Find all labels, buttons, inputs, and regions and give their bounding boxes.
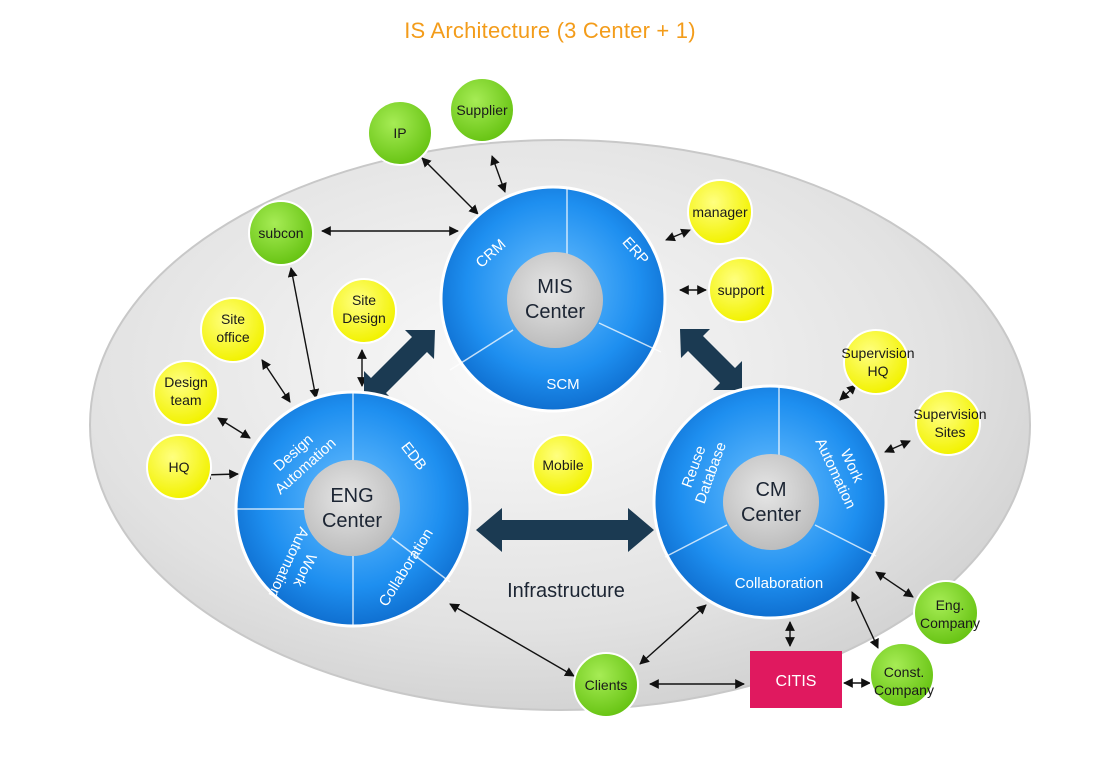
node-supervision-hq: Supervision HQ xyxy=(841,329,915,395)
svg-text:Site: Site xyxy=(352,292,376,308)
svg-text:Clients: Clients xyxy=(585,677,628,693)
arrow-eng-cm xyxy=(476,508,654,552)
node-support: support xyxy=(708,257,774,323)
svg-text:Eng.: Eng. xyxy=(936,597,965,613)
node-site-office: Site office xyxy=(200,297,266,363)
node-eng-company: Eng. Company xyxy=(913,580,980,646)
connector-lines xyxy=(201,155,914,689)
svg-text:Supervision: Supervision xyxy=(841,345,914,361)
svg-text:Company: Company xyxy=(874,682,934,698)
big-arrows xyxy=(364,329,742,552)
node-design-team: Design team xyxy=(153,360,219,426)
svg-text:Sites: Sites xyxy=(934,424,965,440)
svg-text:IP: IP xyxy=(393,125,406,141)
svg-text:Const.: Const. xyxy=(884,664,924,680)
eng-center-label-2: Center xyxy=(322,510,382,532)
svg-text:HQ: HQ xyxy=(169,459,190,475)
node-mobile: Mobile xyxy=(532,434,594,496)
node-supervision-sites: Supervision Sites xyxy=(913,390,987,456)
svg-text:Site: Site xyxy=(221,311,245,327)
svg-text:Supervision: Supervision xyxy=(913,406,986,422)
svg-text:support: support xyxy=(718,282,765,298)
mis-center-label: MIS xyxy=(537,276,573,298)
eng-center-label: ENG xyxy=(330,485,373,507)
svg-text:subcon: subcon xyxy=(258,225,303,241)
node-supplier: Supplier xyxy=(449,77,515,143)
node-manager: manager xyxy=(687,179,753,245)
cm-center-hub: CM Center Reuse Database Work Automation… xyxy=(652,384,888,620)
node-subcon: subcon xyxy=(248,200,314,266)
citis-label: CITIS xyxy=(776,673,817,690)
citis-box: CITIS xyxy=(750,651,842,708)
node-site-design: Site Design xyxy=(331,278,397,344)
svg-text:manager: manager xyxy=(692,204,748,220)
node-hq: HQ xyxy=(146,434,212,500)
svg-text:Design: Design xyxy=(342,310,386,326)
arrow-mis-eng xyxy=(364,330,435,400)
node-ip: IP xyxy=(367,100,433,166)
diagram-title: IS Architecture (3 Center + 1) xyxy=(404,18,696,43)
svg-text:office: office xyxy=(216,329,249,345)
cm-center-label: CM xyxy=(755,479,786,501)
mis-center-label-2: Center xyxy=(525,301,585,323)
node-clients: Clients xyxy=(573,652,639,718)
seg-collaboration-cm: Collaboration xyxy=(735,575,823,592)
svg-text:HQ: HQ xyxy=(868,363,889,379)
cm-center-label-2: Center xyxy=(741,504,801,526)
node-const-company: Const. Company xyxy=(869,642,935,708)
svg-text:Mobile: Mobile xyxy=(542,457,583,473)
svg-text:team: team xyxy=(170,392,201,408)
arrow-mis-cm xyxy=(680,329,742,390)
eng-center-hub: ENG Center Design Automation EDB Work Au… xyxy=(234,390,472,628)
svg-text:Design: Design xyxy=(164,374,208,390)
mis-center-hub: MIS Center CRM ERP SCM xyxy=(439,185,667,413)
seg-scm: SCM xyxy=(546,376,579,393)
svg-text:Company: Company xyxy=(920,615,980,631)
infrastructure-label: Infrastructure xyxy=(507,580,625,602)
svg-text:Supplier: Supplier xyxy=(456,102,508,118)
